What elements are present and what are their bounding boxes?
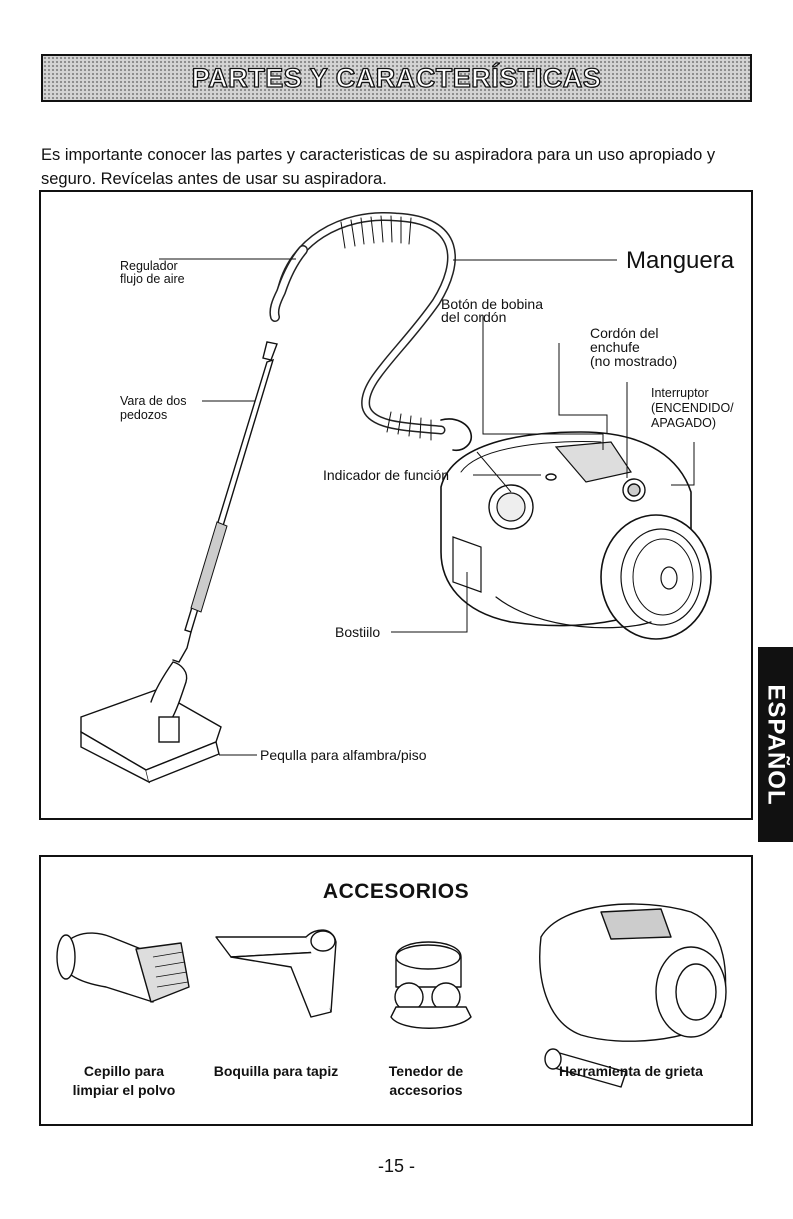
accessory-holder-illustration	[390, 941, 472, 1029]
accessories-title: ACCESORIOS	[322, 880, 470, 903]
accessory-holder-line2: accesorios	[389, 1082, 463, 1098]
label-boton-1: Botón de bobina	[441, 296, 543, 312]
accessory-dusting-brush-line2: limpiar el polvo	[72, 1082, 176, 1098]
label-vara-2: pedozos	[120, 408, 167, 422]
upholstery-nozzle-illustration	[215, 929, 337, 1018]
label-cordon-1: Cordón del	[590, 325, 659, 341]
label-pequlla: Pequlla para alfambra/piso	[260, 747, 427, 763]
crevice-tool-illustration	[539, 903, 727, 1088]
accessory-dusting-brush-line1: Cepillo para	[83, 1063, 165, 1079]
label-vara-1: Vara de dos	[120, 394, 186, 408]
accessory-dusting-brush: Cepillo para limpiar el polvo	[59, 1062, 189, 1100]
label-cordon-3: (no mostrado)	[590, 353, 677, 369]
hose-ribs	[340, 215, 432, 441]
dusting-brush-illustration	[56, 932, 190, 1003]
accessory-upholstery-nozzle-line1: Boquilla para tapiz	[213, 1063, 339, 1079]
label-boton-2: del cordón	[441, 309, 506, 325]
accessory-crevice-tool: Herramienta de grieta	[531, 1062, 731, 1081]
accessories-illustrations	[56, 903, 727, 1088]
label-interruptor-1: Interruptor	[651, 386, 709, 400]
label-regulador-2: flujo de aire	[120, 272, 185, 286]
accessory-holder-line1: Tenedor de	[388, 1063, 464, 1079]
label-bostiilo: Bostiilo	[335, 624, 380, 640]
accessory-holder: Tenedor de accesorios	[361, 1062, 491, 1100]
parts-diagram-box: Regulador flujo de aire Manguera Botón d…	[39, 190, 753, 820]
section-title-bar: PARTES Y CARACTERÍSTICAS	[41, 54, 752, 102]
accessories-box: ACCESORIOS	[39, 855, 753, 1126]
label-manguera: Manguera	[626, 247, 735, 274]
page-title: PARTES Y CARACTERÍSTICAS	[191, 62, 602, 93]
label-interruptor-3: APAGADO)	[651, 416, 716, 430]
language-tab: ESPAÑOL	[758, 647, 793, 842]
page-number: -15 -	[377, 1156, 415, 1176]
accessory-upholstery-nozzle: Boquilla para tapiz	[191, 1062, 361, 1081]
intro-paragraph: Es importante conocer las partes y carac…	[41, 145, 716, 188]
language-tab-label: ESPAÑOL	[762, 683, 790, 806]
label-indicador: Indicador de función	[323, 467, 449, 483]
label-regulador-1: Regulador	[120, 259, 178, 273]
label-interruptor-2: (ENCENDIDO/	[651, 401, 734, 415]
label-cordon-2: enchufe	[590, 339, 640, 355]
accessory-crevice-tool-line1: Herramienta de grieta	[559, 1063, 703, 1079]
vacuum-parts-diagram: Regulador flujo de aire Manguera Botón d…	[80, 211, 735, 784]
